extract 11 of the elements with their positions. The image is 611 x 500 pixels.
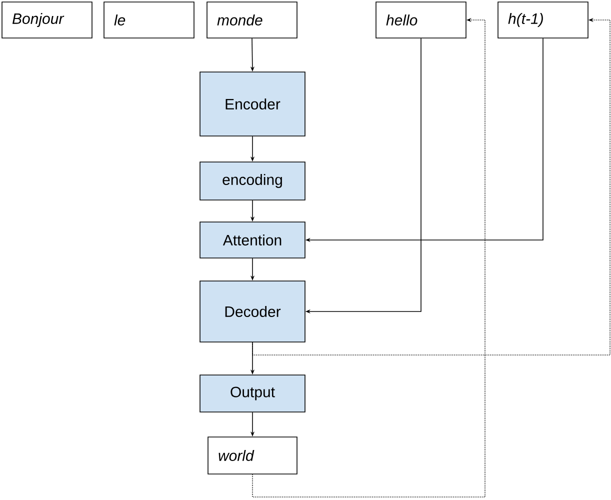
process-box: Output xyxy=(200,374,306,412)
word-box: le xyxy=(104,2,194,38)
process-box: Attention xyxy=(200,222,306,258)
process-box: encoding xyxy=(200,162,306,200)
process-box: Decoder xyxy=(200,280,306,342)
process-box: Encoder xyxy=(200,72,306,136)
word-box: Bonjour xyxy=(2,2,92,38)
word-box: world xyxy=(208,436,298,474)
word-box: monde xyxy=(206,2,298,38)
word-box: h(t-1) xyxy=(498,2,588,38)
word-box: hello xyxy=(376,2,466,38)
